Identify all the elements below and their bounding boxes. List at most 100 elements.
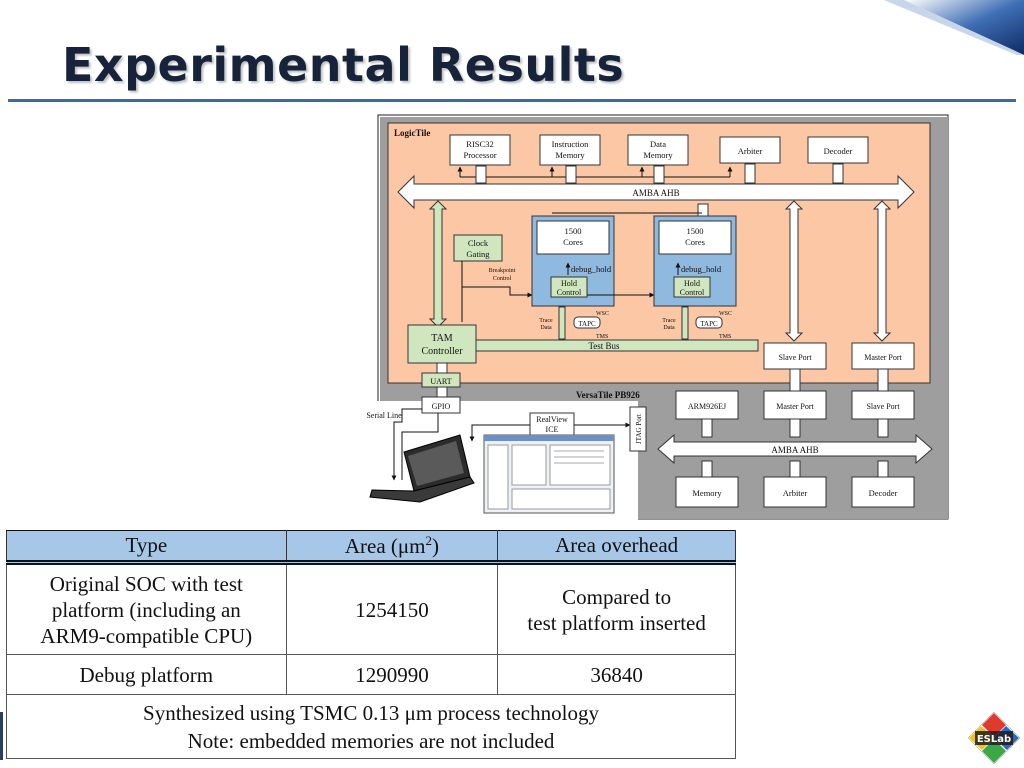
table-header-row: Type Area (μm2) Area overhead [6, 530, 736, 565]
debug-hold-label-2: debug_hold [681, 264, 722, 274]
bus-connector [877, 460, 889, 478]
cell-type-line: Original SOC with test [49, 571, 243, 596]
note-line: Synthesized using TSMC 0.13 μm process t… [143, 700, 599, 725]
amba-ahb-label-bottom: AMBA AHB [771, 445, 818, 455]
gpio-block [421, 396, 461, 414]
versa-tile-label: VersaTile PB926 [576, 390, 640, 400]
risc32-label-line1: RISC32 [466, 139, 493, 149]
tapc-block-1 [573, 316, 601, 329]
amba-ahb-bus-top [397, 174, 915, 210]
tapc-label-2: TAPC [700, 320, 718, 328]
slave-port-label-top: Slave Port [778, 353, 812, 362]
table-note-row: Synthesized using TSMC 0.13 μm process t… [6, 694, 736, 759]
cell-overhead: Compared to test platform inserted [497, 562, 736, 655]
arbiter-label-top: Arbiter [738, 146, 763, 156]
memory-label-bottom: Memory [692, 488, 722, 498]
amba-ahb-label-top: AMBA AHB [632, 188, 679, 198]
hold-control-label-2a: Hold [684, 279, 700, 288]
arbiter-block-bottom [763, 476, 827, 508]
tms-label-2: TMS [719, 334, 731, 340]
cell-overhead-line: Compared to [562, 584, 672, 609]
instruction-memory-label-line1: Instruction [552, 139, 590, 149]
slave-port-label-bottom: Slave Port [866, 402, 900, 411]
realview-ice-label-line2: ICE [546, 425, 559, 434]
cell-type-line: platform (including an [51, 597, 241, 622]
clock-gating-label-line1: Clock [468, 238, 489, 248]
hold-control-block-1 [550, 276, 588, 298]
cell-overhead-line: test platform inserted [527, 610, 706, 635]
table-row: Debug platform 1290990 36840 [6, 654, 736, 695]
realview-ice-label-line1: RealView [536, 415, 568, 424]
memory-block-bottom [675, 476, 739, 508]
trace-link-2 [681, 306, 689, 340]
amba-ahb-bus-bottom [657, 433, 933, 465]
data-memory-block [627, 134, 689, 166]
breakpoint-label-line1: Breakpoint [489, 268, 516, 274]
cell-overhead: 36840 [497, 654, 736, 695]
logic-tile-label: LogicTile [394, 128, 430, 138]
serial-line [391, 408, 422, 481]
hold-control-label-1b: Control [557, 288, 582, 297]
wsc-label-1: WSC [596, 311, 609, 317]
trace-data-label-2b: Data [663, 325, 675, 331]
bus-connector [789, 418, 801, 438]
page-title: Experimental Results [62, 38, 625, 92]
arm926ej-label: ARM926EJ [688, 402, 726, 411]
trace-link-1 [558, 306, 566, 340]
uart-connector [436, 362, 448, 374]
corner-decoration [884, 0, 1024, 55]
instruction-memory-block [539, 134, 601, 166]
risc32-processor-block [449, 134, 511, 166]
table-row: Original SOC with test platform (includi… [6, 562, 736, 655]
bus-connector [744, 163, 756, 184]
jtag-port-label: JTAG Port [635, 414, 643, 444]
header-area-prefix: Area (μm [344, 533, 426, 558]
slave-port-block-top [763, 342, 827, 370]
serial-line-2 [401, 413, 439, 480]
cores-block-2 [658, 220, 732, 255]
bus-connector [653, 165, 665, 184]
data-memory-label-line2: Memory [643, 150, 673, 160]
cores-label-1b: Cores [563, 237, 583, 247]
jtag-port-block [629, 406, 647, 452]
header-area: Area (μm2) [285, 530, 499, 565]
gpio-connector [436, 386, 448, 398]
arbiter-block-top [719, 136, 781, 164]
left-edge-mark [0, 712, 3, 760]
bus-connector [832, 163, 844, 184]
eslab-logo: ESLab [967, 711, 1021, 765]
hold-control-label-2b: Control [680, 288, 705, 297]
data-memory-label-line1: Data [650, 139, 666, 149]
cell-type: Debug platform [6, 654, 287, 695]
trace-data-label-1a: Trace [539, 318, 553, 324]
cell-area: 1290990 [285, 654, 499, 695]
trace-data-label-1b: Data [540, 325, 552, 331]
bus-connector [475, 165, 487, 184]
table-note: Synthesized using TSMC 0.13 μm process t… [6, 694, 736, 759]
note-line: Note: embedded memories are not included [187, 728, 555, 753]
trace-data-label-2a: Trace [662, 318, 676, 324]
master-port-link [872, 200, 892, 342]
master-port-block-top [851, 342, 915, 370]
breakpoint-line [462, 286, 533, 298]
hold-control-block-2 [673, 276, 711, 298]
clock-gating-label-line2: Gating [466, 249, 490, 259]
cores-block-1 [536, 220, 610, 255]
bus-connector [789, 460, 801, 478]
master-port-label-bottom: Master Port [776, 402, 814, 411]
bus-connector [877, 418, 889, 438]
bus-connector [701, 460, 713, 478]
header-type: Type [6, 530, 287, 565]
decoder-label-top: Decoder [824, 146, 853, 156]
wsc-label-2: WSC [719, 311, 732, 317]
cores-label-1a: 1500 [565, 226, 582, 236]
tam-controller-block [407, 324, 477, 364]
clock-gating-block [453, 234, 503, 262]
header-area-suffix: ) [432, 533, 440, 558]
header-overhead: Area overhead [497, 530, 736, 565]
slave-port-link [784, 200, 804, 342]
cell-area: 1254150 [285, 562, 499, 655]
bus-connector [789, 368, 801, 392]
test-bus [475, 339, 759, 352]
cores-label-2b: Cores [685, 237, 705, 247]
